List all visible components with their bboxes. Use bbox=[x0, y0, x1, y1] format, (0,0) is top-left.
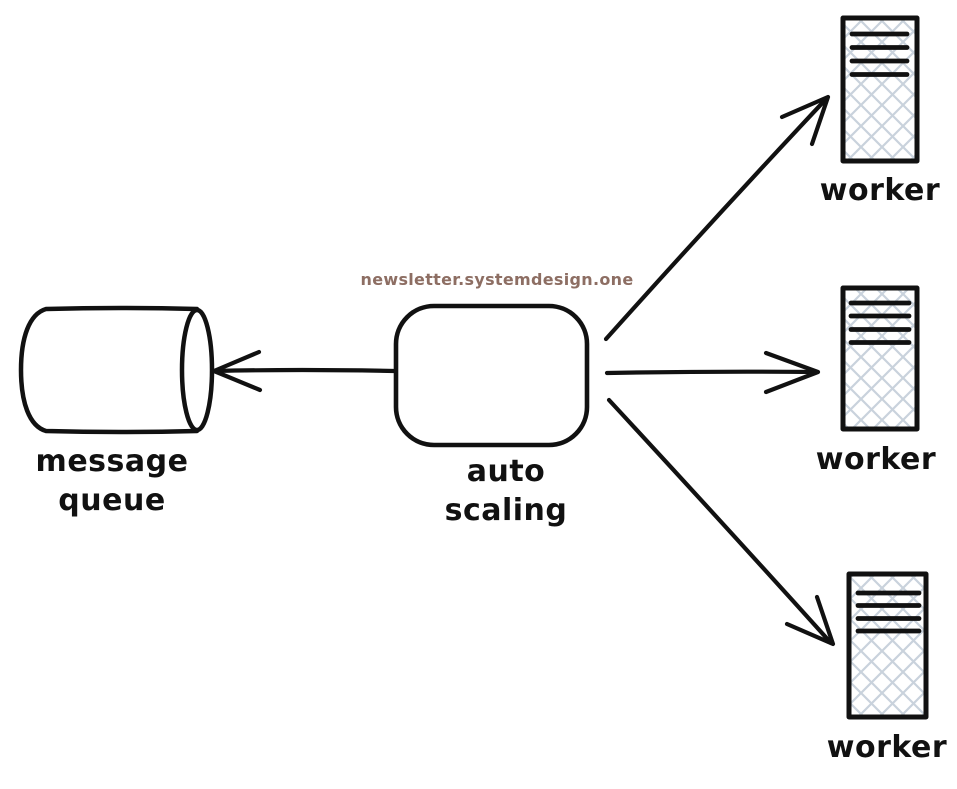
arrow-to-queue-head-icon bbox=[211, 349, 263, 393]
worker-2-server-icon bbox=[840, 285, 920, 432]
arrow-to-queue-shaft bbox=[212, 367, 397, 374]
cylinder-face bbox=[179, 307, 215, 433]
worker-3-label: worker bbox=[826, 730, 948, 765]
auto-scaling-label: auto scaling bbox=[445, 452, 568, 530]
arrow-to-worker-2-head-icon bbox=[763, 350, 821, 395]
message-queue-label-line2: queue bbox=[58, 483, 166, 518]
arrow-to-worker-1-head-icon bbox=[779, 94, 831, 147]
arrow-to-worker-3-shaft bbox=[606, 397, 834, 646]
message-queue-cylinder bbox=[18, 305, 215, 435]
auto-scaling-label-line2: scaling bbox=[444, 493, 568, 528]
watermark-text: newsletter.systemdesign.one bbox=[360, 270, 634, 289]
worker-2-label: worker bbox=[815, 442, 937, 477]
arrow-to-worker-1 bbox=[603, 94, 831, 342]
cylinder-body bbox=[18, 305, 200, 435]
worker-3-server-icon bbox=[846, 571, 929, 720]
worker-1-label: worker bbox=[819, 173, 941, 208]
message-queue-label-line1: message bbox=[35, 444, 189, 479]
arrow-to-worker-3 bbox=[606, 397, 836, 647]
arrow-to-worker-1-shaft bbox=[603, 95, 830, 342]
worker-1-server-icon bbox=[840, 15, 920, 164]
arrow-to-worker-2-shaft bbox=[604, 369, 819, 376]
arrow-to-worker-2 bbox=[604, 350, 821, 395]
arrow-to-worker-3-head-icon bbox=[784, 594, 836, 647]
auto-scaling-box bbox=[393, 303, 590, 448]
message-queue-label: message queue bbox=[36, 442, 189, 520]
auto-scaling-label-line1: auto bbox=[466, 454, 546, 489]
arrow-to-queue bbox=[211, 349, 397, 393]
